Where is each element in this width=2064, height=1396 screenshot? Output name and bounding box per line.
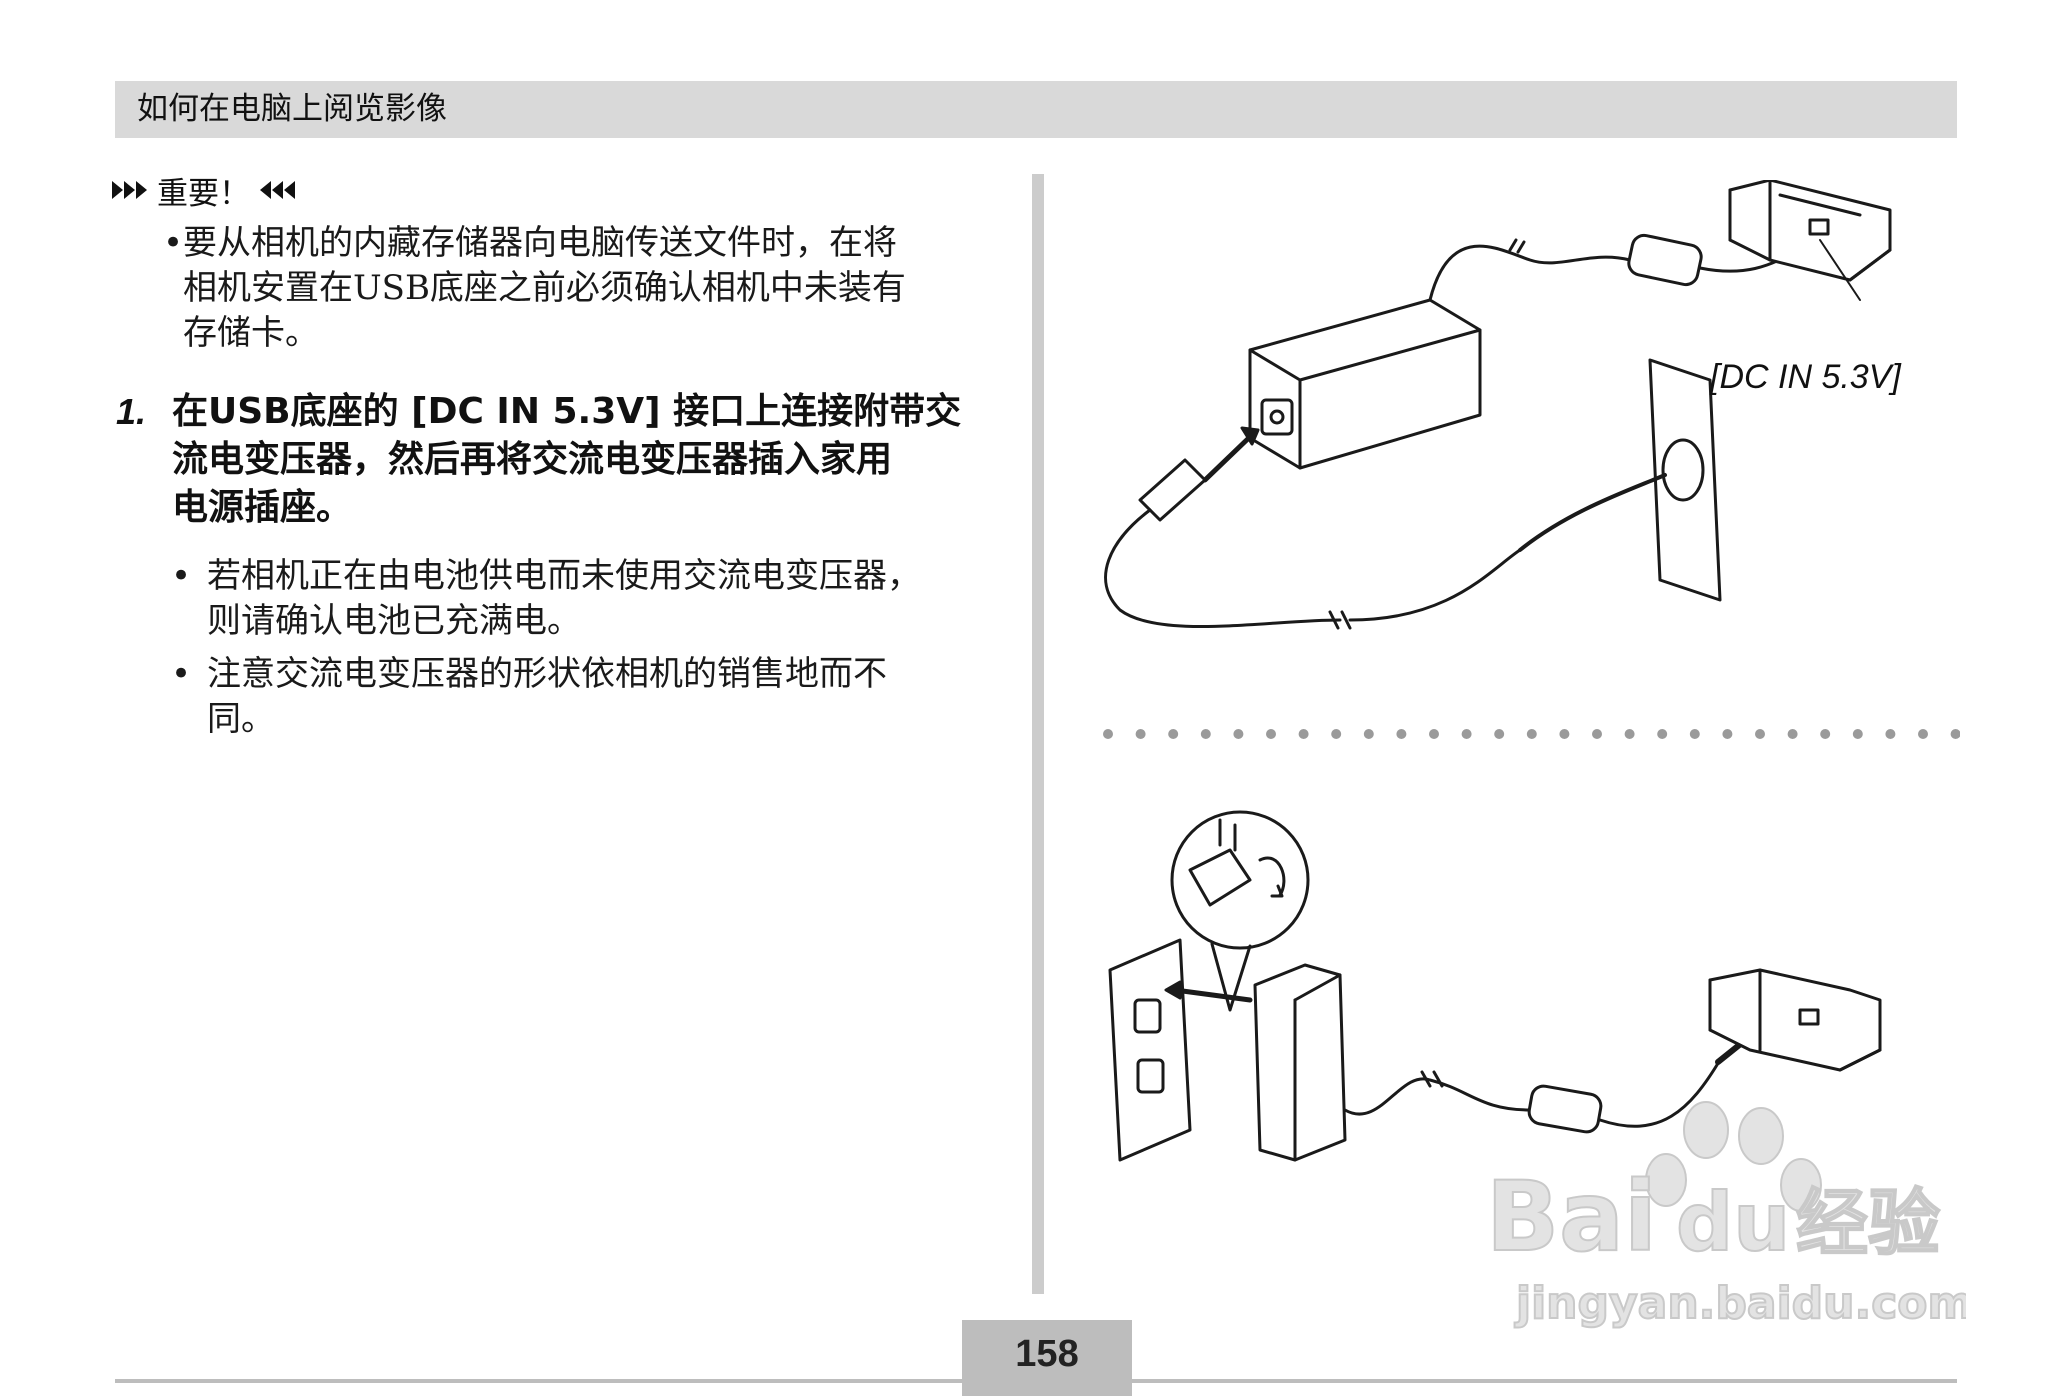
page-number-box: 158: [962, 1320, 1132, 1396]
separator-dot: [1592, 729, 1602, 739]
sub-line: 同。: [207, 699, 275, 739]
separator-dot: [1200, 729, 1211, 739]
separator-dot: [1526, 729, 1537, 739]
separator-dot: [1820, 729, 1831, 739]
dotted-separator: [1103, 729, 1960, 739]
separator-dot: [1885, 729, 1896, 739]
separator-dot: [1657, 729, 1668, 739]
important-note: • 要从相机的内藏存储器向电脑传送文件时，在将 相机安置在USB底座之前必须确认…: [163, 221, 993, 356]
separator-dot: [1559, 729, 1570, 739]
sub-line: 若相机正在由电池供电而未使用交流电变压器，: [207, 556, 921, 596]
triangle-right-icon: [112, 181, 147, 199]
separator-dot: [1103, 729, 1113, 739]
watermark-brand: Bai: [1486, 1161, 1657, 1273]
header-bar: 如何在电脑上阅览影像: [115, 81, 1957, 138]
column-divider: [1032, 174, 1044, 1294]
paw-toe-icon: [1780, 1158, 1822, 1212]
separator-dot: [1461, 729, 1472, 739]
watermark-url: jingyan.baidu.com: [1514, 1278, 1966, 1329]
separator-dot: [1624, 729, 1635, 739]
page-number: 158: [1015, 1333, 1079, 1375]
separator-dot: [1298, 729, 1309, 739]
baidu-watermark: Bai du 经验 jingyan.baidu.com: [1485, 1101, 1966, 1330]
important-heading: 重要！: [112, 168, 295, 212]
watermark-service: 经验: [1796, 1181, 1940, 1265]
cradle-connection-illustration: [1104, 180, 1892, 630]
sub-line: 注意交流电变压器的形状依相机的销售地而不: [207, 654, 887, 694]
paw-toe-icon: [1645, 1153, 1687, 1207]
step-line: 在USB底座的 [DC IN 5.3V] 接口上连接附带交: [172, 391, 962, 432]
step-line: 电源插座。: [172, 487, 353, 528]
important-label: 重要！: [157, 175, 250, 212]
triangle-left-icon: [260, 181, 295, 199]
separator-dot: [1787, 729, 1798, 739]
separator-dot: [1689, 729, 1700, 739]
separator-dot: [1722, 729, 1733, 739]
separator-dot: [1168, 729, 1179, 739]
adapter-plug-illustration: [1108, 810, 1882, 1162]
separator-dot: [1396, 729, 1407, 739]
separator-dot: [1233, 729, 1244, 739]
separator-dot: [1918, 729, 1928, 739]
dc-in-label: [DC IN 5.3V]: [1710, 358, 1901, 396]
header-title: 如何在电脑上阅览影像: [137, 91, 447, 127]
separator-dot: [1429, 729, 1439, 739]
step-number: 1.: [116, 391, 147, 432]
sub-bullet-adapter-shape: • 注意交流电变压器的形状依相机的销售地而不 同。: [171, 652, 997, 742]
separator-dot: [1363, 729, 1374, 739]
separator-dot: [1135, 729, 1146, 739]
separator-dot: [1755, 729, 1765, 739]
bullet: •: [171, 556, 192, 596]
note-line: 要从相机的内藏存储器向电脑传送文件时，在将: [183, 223, 897, 263]
separator-dot: [1950, 729, 1960, 739]
step-text: 在USB底座的 [DC IN 5.3V] 接口上连接附带交 流电变压器，然后再将…: [172, 388, 992, 532]
paw-toe-icon: [1738, 1107, 1784, 1165]
separator-dot: [1266, 729, 1276, 739]
separator-dot: [1494, 729, 1505, 739]
note-line: 存储卡。: [183, 313, 319, 353]
step-line: 流电变压器，然后再将交流电变压器插入家用: [172, 439, 893, 480]
note-line: 相机安置在USB底座之前必须确认相机中未装有: [183, 268, 906, 308]
bullet: •: [163, 223, 184, 263]
sub-line: 则请确认电池已充满电。: [207, 601, 581, 641]
separator-dot: [1331, 729, 1342, 739]
paw-toe-icon: [1683, 1101, 1729, 1159]
bullet: •: [171, 654, 192, 694]
sub-bullet-battery: • 若相机正在由电池供电而未使用交流电变压器， 则请确认电池已充满电。: [171, 554, 997, 644]
watermark-brand-2: du: [1676, 1176, 1790, 1269]
separator-dot: [1852, 729, 1863, 739]
